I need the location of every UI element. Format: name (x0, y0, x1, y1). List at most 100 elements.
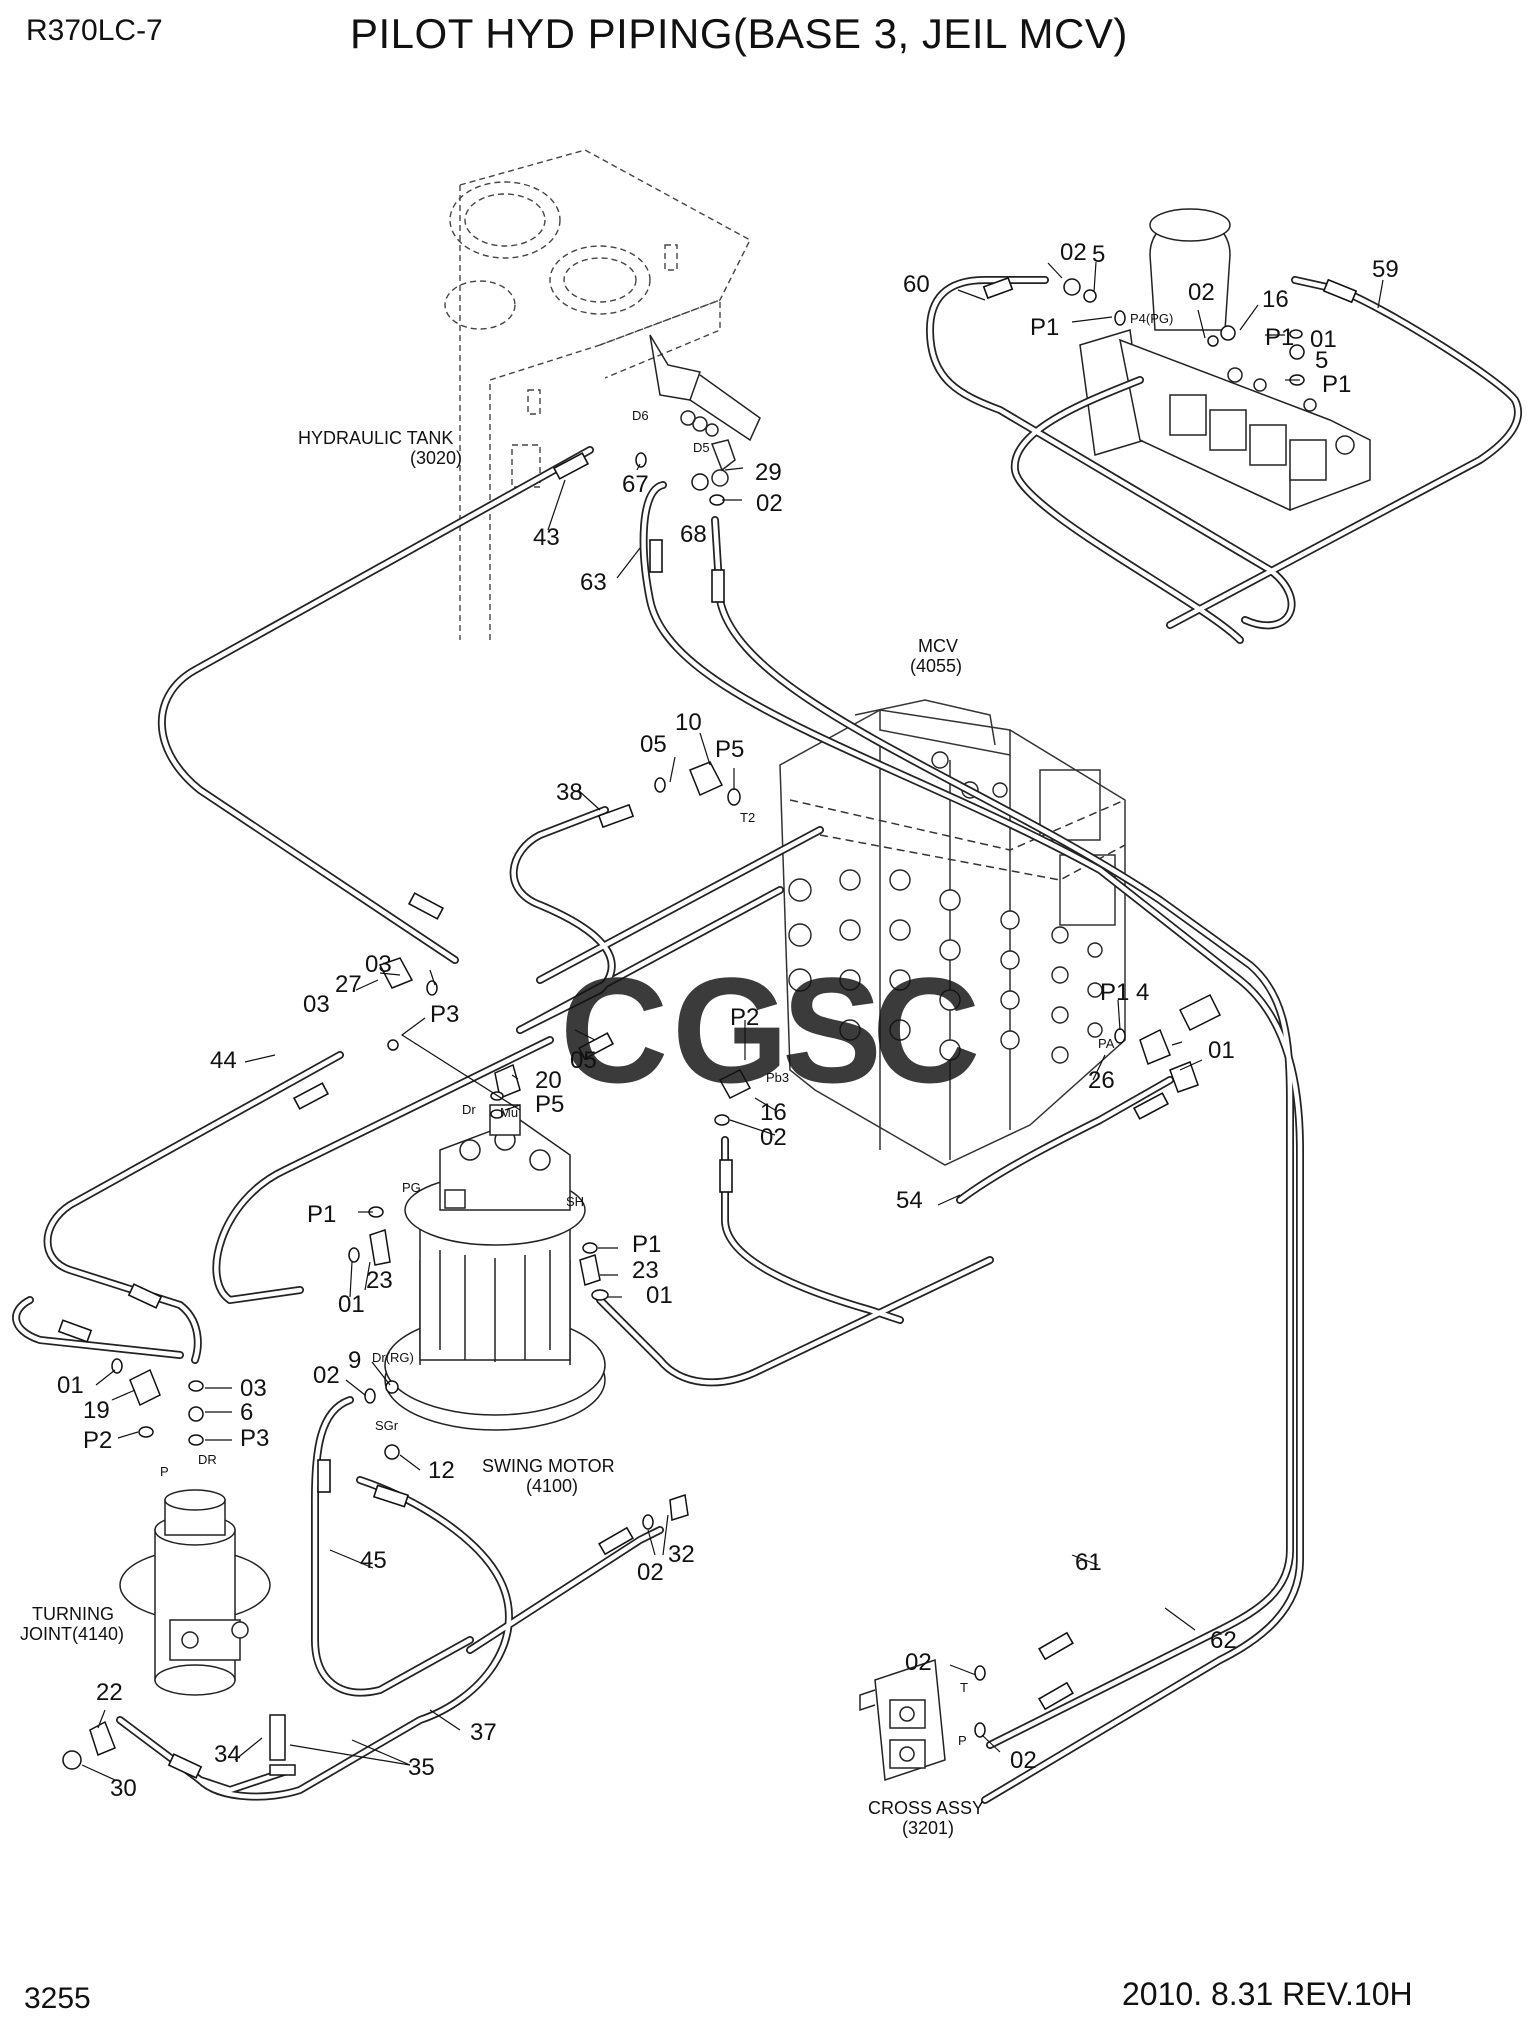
port-label: D6 (632, 408, 649, 423)
small-fittings (62, 278, 1305, 1776)
callout: 03 (240, 1375, 267, 1402)
callout: 16 (1262, 286, 1289, 313)
port-label: Mu (500, 1105, 518, 1120)
callout: 02 (637, 1559, 664, 1586)
port-label: P (160, 1464, 169, 1479)
swing-motor-code: (4100) (526, 1476, 578, 1496)
callout: 02 (756, 490, 783, 517)
callout: 5 (1092, 241, 1105, 268)
port-label: P4(PG) (1130, 311, 1173, 326)
callout: 03 (365, 951, 392, 978)
swing-motor-label: SWING MOTOR (482, 1456, 615, 1476)
cross-assy-drawing (859, 1658, 946, 1782)
callout: 30 (110, 1775, 137, 1802)
callout: 02 (760, 1124, 787, 1151)
callout: 26 (1088, 1067, 1115, 1094)
callout: 62 (1210, 1627, 1237, 1654)
callout: 01 (338, 1291, 365, 1318)
port-labels: P4(PG) D6 D5 T2 Pb3 PA Dr Mu PG SH Dr(RG… (160, 311, 1173, 1748)
turning-joint-code: JOINT(4140) (20, 1624, 124, 1644)
watermark-letter-3: S (782, 946, 882, 1114)
callout: 02 (1188, 279, 1215, 306)
callout: 12 (428, 1457, 455, 1484)
watermark-letter-2: G (672, 946, 789, 1114)
port-label: Dr(RG) (372, 1350, 414, 1365)
port-label: Pb3 (766, 1070, 789, 1085)
hydraulic-tank-drawing (444, 149, 751, 640)
callout: 5 (1315, 347, 1328, 374)
watermark-letter-1: C (560, 946, 668, 1114)
callout: 32 (668, 1541, 695, 1568)
callout: P2 (730, 1004, 759, 1031)
callout: 45 (360, 1547, 387, 1574)
port-label: Dr (462, 1102, 476, 1117)
leader-lines (81, 261, 1384, 1781)
callout: 68 (680, 521, 707, 548)
revision-date: 2010. 8.31 REV.10H (1122, 1976, 1413, 2012)
callout: P1 (1265, 324, 1294, 351)
callout: 05 (640, 731, 667, 758)
port-label: T2 (740, 810, 755, 825)
callout: P1 (1030, 314, 1059, 341)
mcv-code: (4055) (910, 656, 962, 676)
callout-numbers: 02 5 60 02 16 59 P1 P1 01 5 P1 67 29 02 … (57, 239, 1399, 1802)
hydraulic-tank-label: HYDRAULIC TANK (298, 428, 453, 448)
callout: 16 (760, 1099, 787, 1126)
callout: 02 (313, 1362, 340, 1389)
mcv-spool-caps (788, 751, 1103, 1064)
callout: 27 (335, 971, 362, 998)
hose-end-fittings (57, 276, 1358, 1779)
callout: 59 (1372, 256, 1399, 283)
swing-motor-drawing (384, 1104, 606, 1431)
mcv-label: MCV (918, 636, 958, 656)
callout: 02 (905, 1649, 932, 1676)
callout: 60 (903, 271, 930, 298)
hydraulic-tank-code: (3020) (410, 448, 462, 468)
port-label: SGr (375, 1418, 399, 1433)
callout: 6 (240, 1399, 253, 1426)
callout: P3 (240, 1425, 269, 1452)
callout: P1 (1322, 371, 1351, 398)
page-number: 3255 (24, 1982, 91, 2015)
callout: 23 (366, 1267, 393, 1294)
callout: 20 (535, 1067, 562, 1094)
callout: P5 (535, 1091, 564, 1118)
port-label: D5 (693, 440, 710, 455)
page-title: PILOT HYD PIPING(BASE 3, JEIL MCV) (350, 10, 1128, 57)
callout: 23 (632, 1257, 659, 1284)
callout: 19 (83, 1397, 110, 1424)
callout: P1 (307, 1201, 336, 1228)
callout: 61 (1075, 1549, 1102, 1576)
port-label: PG (402, 1180, 421, 1195)
callout: 37 (470, 1719, 497, 1746)
callout: 01 (1310, 326, 1337, 353)
callout: 35 (408, 1754, 435, 1781)
callout: P1 (1100, 979, 1129, 1006)
port-label: SH (566, 1194, 584, 1209)
callout: 10 (675, 709, 702, 736)
turning-joint-drawing (119, 1489, 271, 1696)
port-label: P (958, 1733, 967, 1748)
callout: P5 (715, 736, 744, 763)
cross-assy-label: CROSS ASSY (868, 1798, 984, 1818)
callout: 01 (646, 1282, 673, 1309)
callout: 02 (1010, 1747, 1037, 1774)
callout: 38 (556, 779, 583, 806)
callout: 01 (57, 1372, 84, 1399)
watermark-letter-4: C (872, 946, 980, 1114)
callout: P2 (83, 1427, 112, 1454)
callout: 4 (1136, 979, 1149, 1006)
callout: 05 (570, 1047, 597, 1074)
hose-lines-inner (13, 277, 1521, 1803)
callout: P3 (430, 1001, 459, 1028)
port-label: T (960, 1680, 968, 1695)
callout: 22 (96, 1679, 123, 1706)
watermark: C G S C (560, 946, 980, 1114)
callout: 43 (533, 524, 560, 551)
callout: 01 (1208, 1037, 1235, 1064)
turning-joint-label: TURNING (32, 1604, 114, 1624)
callout: 54 (896, 1187, 923, 1214)
callout: 9 (348, 1347, 361, 1374)
callout: 03 (303, 991, 330, 1018)
